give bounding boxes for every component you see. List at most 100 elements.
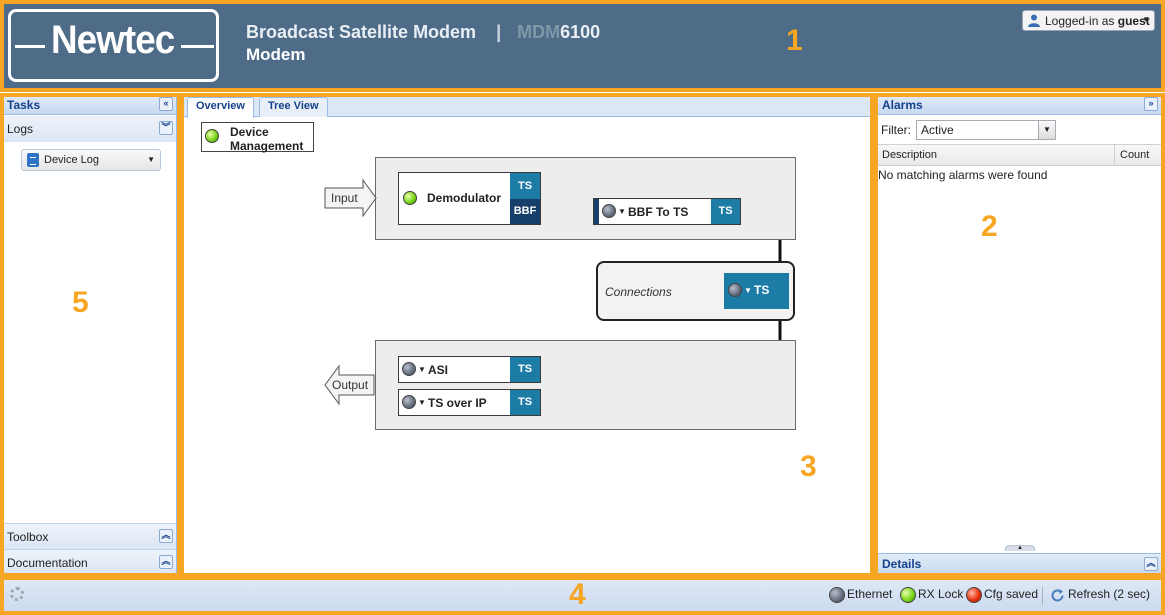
product-name: Broadcast Satellite Modem <box>246 22 477 42</box>
tab-tree-view[interactable]: Tree View <box>259 97 328 117</box>
refresh-button[interactable]: Refresh (2 sec) ▼ <box>1050 587 1165 605</box>
demodulator-node[interactable]: Demodulator TS BBF <box>398 172 541 225</box>
logs-section-header[interactable]: Logs ︾ <box>3 116 176 142</box>
rx-lock-status: RX Lock <box>900 587 963 605</box>
demodulator-bbf-port[interactable]: BBF <box>510 199 540 224</box>
details-label: Details <box>882 557 922 571</box>
refresh-icon <box>1051 589 1064 602</box>
refresh-label: Refresh (2 sec) <box>1068 587 1151 601</box>
tasks-header: Tasks « <box>3 95 176 115</box>
chevron-down-icon: ▼ <box>147 155 155 164</box>
column-description[interactable]: Description <box>882 149 938 161</box>
logo-line-left <box>15 45 45 48</box>
expand-up-icon[interactable]: ︽ <box>1144 557 1158 571</box>
ts-over-ip-ts-port[interactable]: TS <box>510 390 540 415</box>
connections-label: Connections <box>605 285 672 299</box>
device-management-line2: Management <box>230 139 304 153</box>
bbf-to-ts-label: BBF To TS <box>628 205 689 219</box>
ethernet-label: Ethernet <box>847 587 893 601</box>
input-arrow-icon <box>324 178 377 218</box>
asi-label: ASI <box>428 363 449 377</box>
tab-overview[interactable]: Overview <box>187 97 254 118</box>
filter-value: Active <box>921 123 954 137</box>
output-section <box>375 340 796 430</box>
connections-block[interactable]: Connections ▼ TS <box>596 261 795 321</box>
cfg-saved-label: Cfg saved <box>984 587 1039 601</box>
status-led-green-icon <box>403 191 417 205</box>
alarms-panel: Alarms » Filter: Active ▼ Description Co… <box>877 94 1162 574</box>
overview-panel: Overview Tree View Device Management <box>183 94 871 574</box>
app-header: Newtec Broadcast Satellite Modem | MDM6100… <box>0 0 1165 90</box>
asi-ts-port[interactable]: TS <box>510 357 540 382</box>
device-log-button[interactable]: Device Log ▼ <box>21 149 161 171</box>
logo-text: Newtec <box>51 18 175 62</box>
login-user: guest <box>1117 14 1150 28</box>
tab-strip: Overview Tree View <box>184 95 870 118</box>
tasks-title: Tasks <box>7 98 41 112</box>
output-label: Output <box>332 378 369 392</box>
ts-over-ip-label: TS over IP <box>428 396 487 410</box>
status-led-grey-icon <box>602 204 616 218</box>
login-menu-button[interactable]: Logged-in as guest ▼ <box>1022 10 1155 31</box>
connections-ts-port[interactable]: ▼ TS <box>724 273 789 309</box>
title-separator: | <box>496 22 502 42</box>
status-led-green-icon <box>205 129 219 143</box>
collapse-left-icon[interactable]: « <box>159 97 173 111</box>
chevron-down-icon[interactable]: ▼ <box>744 286 752 295</box>
product-subtitle: Modem <box>246 45 306 64</box>
filter-label: Filter: <box>881 123 911 137</box>
user-icon <box>1028 14 1040 27</box>
alarm-empty-message: No matching alarms were found <box>878 168 1048 182</box>
status-led-grey-icon <box>728 283 742 297</box>
asi-node[interactable]: ▼ ASI TS <box>398 356 541 383</box>
documentation-section-header[interactable]: Documentation ︽ <box>3 549 176 575</box>
ethernet-status: Ethernet <box>829 587 892 605</box>
model-number: 6100 <box>560 22 601 42</box>
chevron-down-icon[interactable]: ▼ <box>1159 591 1165 600</box>
alarms-header: Alarms » <box>878 95 1161 115</box>
device-management-button[interactable]: Device Management <box>201 122 314 153</box>
collapse-up-icon[interactable]: ︾ <box>159 121 173 135</box>
bbf-input-port <box>594 199 599 224</box>
column-count[interactable]: Count <box>1114 145 1149 165</box>
details-header[interactable]: Details ︽ <box>878 553 1161 574</box>
device-log-label: Device Log <box>44 154 100 166</box>
callout-number-5: 5 <box>72 286 89 319</box>
document-icon <box>27 153 39 167</box>
documentation-label: Documentation <box>7 556 88 570</box>
expand-up-icon[interactable]: ︽ <box>159 555 173 569</box>
login-prefix: Logged-in as <box>1045 14 1115 28</box>
callout-number-4: 4 <box>569 578 586 611</box>
device-management-label: Device Management <box>230 125 303 153</box>
status-led-grey-icon <box>402 395 416 409</box>
bbf-to-ts-node[interactable]: ▼ BBF To TS TS <box>593 198 741 225</box>
logs-label: Logs <box>7 122 34 136</box>
chevron-down-icon[interactable]: ▼ <box>1038 120 1056 140</box>
bbf-to-ts-ts-port[interactable]: TS <box>711 199 740 224</box>
chevron-down-icon: ▼ <box>1142 15 1150 24</box>
alarm-filter-select[interactable]: Active ▼ <box>916 120 1056 140</box>
ts-over-ip-node[interactable]: ▼ TS over IP TS <box>398 389 541 416</box>
newtec-logo: Newtec <box>8 9 219 82</box>
status-led-grey-icon <box>829 587 845 603</box>
callout-number-2: 2 <box>981 210 998 243</box>
model-prefix: MDM <box>517 22 561 42</box>
toolbox-section-header[interactable]: Toolbox ︽ <box>3 523 176 549</box>
demodulator-label: Demodulator <box>427 191 502 205</box>
splitter-handle[interactable]: ▲ <box>1005 545 1035 551</box>
loading-spinner-icon <box>10 587 24 601</box>
alarm-table-header: Description Count <box>878 144 1161 166</box>
rx-lock-label: RX Lock <box>918 587 964 601</box>
collapse-right-icon[interactable]: » <box>1144 97 1158 111</box>
expand-up-icon[interactable]: ︽ <box>159 529 173 543</box>
status-led-grey-icon <box>402 362 416 376</box>
callout-number-1: 1 <box>786 24 803 57</box>
status-led-red-icon <box>966 587 982 603</box>
chevron-down-icon[interactable]: ▼ <box>418 398 426 407</box>
connections-ts-label: TS <box>754 283 770 297</box>
chevron-down-icon[interactable]: ▼ <box>418 365 426 374</box>
callout-number-3: 3 <box>800 450 817 483</box>
chevron-down-icon[interactable]: ▼ <box>618 207 626 216</box>
demodulator-ts-port[interactable]: TS <box>510 173 540 199</box>
cfg-saved-status: Cfg saved <box>966 587 1038 605</box>
